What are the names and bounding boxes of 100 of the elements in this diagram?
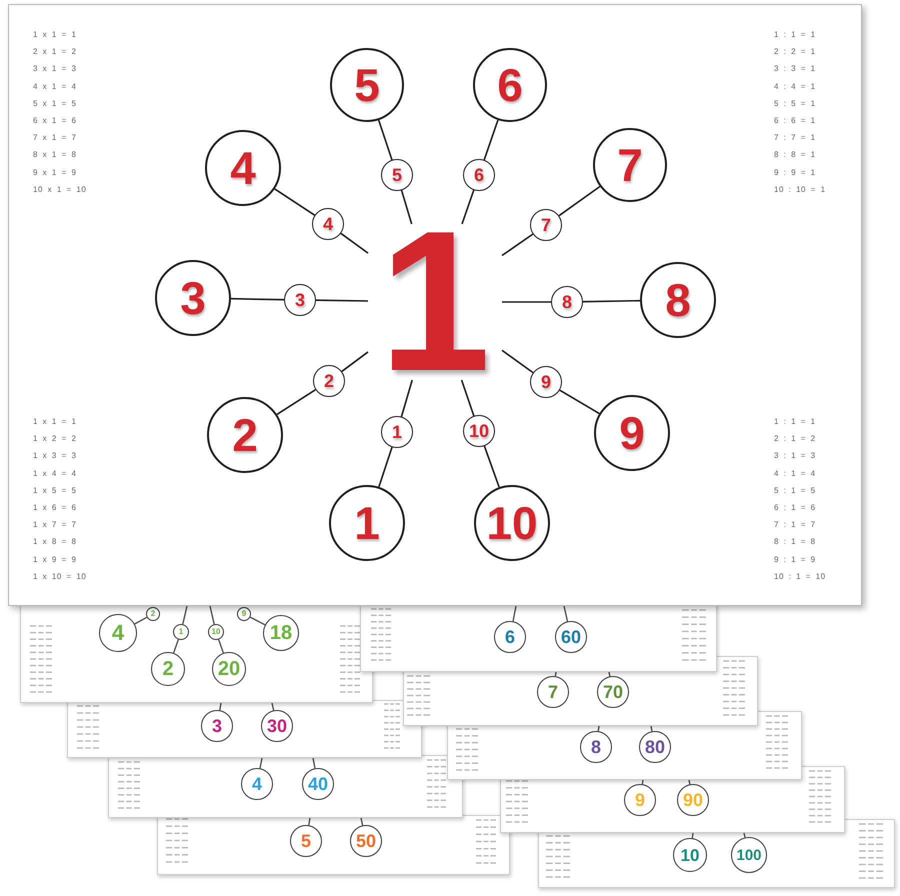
number: 1 — [392, 423, 402, 441]
connector-line — [692, 832, 694, 838]
connector-line — [219, 702, 222, 710]
division-table-row: 5 : 5 = 1 — [774, 98, 816, 109]
times-table-row: 7 x 1 = 7 — [33, 133, 76, 144]
number: 9 — [634, 791, 645, 809]
division-table-row: 7 : 7 = 1 — [774, 133, 816, 144]
number-circle — [551, 286, 583, 318]
number: 8 — [590, 738, 601, 756]
number: 60 — [560, 628, 582, 646]
connector-line — [502, 233, 534, 256]
number: 7 — [617, 142, 643, 188]
number-circle — [555, 621, 587, 653]
number: 6 — [474, 166, 484, 184]
number: 30 — [266, 717, 288, 735]
number-circle — [350, 825, 382, 857]
times-table-row: 1 x 6 = 6 — [33, 503, 76, 513]
number-circle — [381, 416, 413, 448]
connector-line — [650, 726, 653, 732]
number: 90 — [682, 791, 704, 809]
connector-line — [502, 350, 534, 374]
number: 6 — [497, 62, 523, 108]
times-table-row: 1 x 1 = 1 — [33, 417, 76, 427]
number: 10 — [212, 628, 220, 636]
connector-line — [340, 232, 368, 254]
times-table-row: 8 x 1 = 8 — [33, 150, 76, 160]
connector-line — [558, 186, 600, 216]
number: 70 — [602, 683, 624, 701]
number: 10 — [486, 500, 538, 546]
number: 50 — [356, 832, 376, 850]
division-table-row: 2 : 2 = 1 — [774, 47, 816, 58]
number-circle — [463, 415, 495, 447]
number-circle — [580, 731, 612, 763]
number-circle — [284, 284, 316, 316]
number-circle — [313, 365, 345, 397]
connector-line — [312, 758, 316, 768]
number: 9 — [540, 373, 551, 391]
number: 2 — [162, 659, 174, 679]
connector-line — [360, 818, 364, 826]
paper-sheet — [108, 755, 463, 818]
division-table-row: 3 : 1 = 3 — [774, 451, 816, 462]
number-circle — [201, 710, 233, 742]
times-table-row: 1 x 5 = 5 — [33, 486, 76, 496]
number-circle — [312, 208, 344, 240]
connector-line — [250, 616, 266, 626]
connector-line — [316, 299, 368, 302]
connector-line — [308, 818, 311, 826]
connector-line — [563, 606, 568, 622]
number: 9 — [242, 610, 246, 618]
division-table-row: 8 : 1 = 8 — [774, 537, 816, 548]
times-table-row: 1 x 3 = 3 — [33, 451, 76, 462]
number-circle — [261, 710, 293, 742]
large-number: 1 — [379, 227, 491, 377]
number: 5 — [392, 166, 402, 184]
paper-sheet — [157, 815, 510, 875]
number-circle — [208, 624, 224, 640]
number: 2 — [150, 610, 156, 618]
number-circle — [463, 159, 495, 191]
connector-line — [230, 298, 284, 300]
number-circle — [173, 624, 189, 640]
number-circle — [237, 607, 251, 621]
number: 2 — [324, 372, 334, 390]
times-table-row: 1 x 7 = 7 — [33, 520, 76, 530]
connector-line — [276, 388, 316, 416]
times-table-row: 9 x 1 = 9 — [33, 168, 76, 178]
times-table-row: 5 x 1 = 5 — [33, 98, 76, 109]
connector-line — [182, 606, 188, 624]
paper-sheet — [8, 4, 862, 606]
number: 3 — [294, 291, 305, 309]
connector-line — [259, 758, 263, 768]
number: 40 — [308, 775, 328, 793]
number: 4 — [112, 622, 124, 644]
division-table-row: 9 : 9 = 1 — [774, 168, 816, 178]
times-table-row: 1 x 2 = 2 — [33, 434, 76, 444]
division-table-row: 6 : 1 = 6 — [774, 503, 816, 513]
number-circle — [302, 768, 334, 800]
times-table-row: 6 x 1 = 6 — [33, 116, 76, 126]
division-table-row: 4 : 1 = 4 — [774, 468, 816, 479]
number-circle — [290, 825, 322, 857]
connector-line — [743, 832, 746, 838]
number: 7 — [540, 216, 551, 234]
number: 100 — [736, 848, 762, 862]
number-circle — [263, 615, 299, 651]
number: 3 — [180, 275, 206, 321]
connector-line — [209, 606, 215, 624]
division-table-row: 9 : 1 = 9 — [774, 554, 816, 565]
number: 9 — [619, 410, 645, 456]
number-circle — [494, 621, 526, 653]
connector-line — [274, 188, 316, 216]
division-table-row: 7 : 1 = 7 — [774, 520, 816, 530]
number: 4 — [230, 145, 256, 191]
connector-line — [554, 672, 557, 676]
division-table-row: 1 : 1 = 1 — [774, 417, 816, 427]
number-circle — [530, 209, 562, 241]
number-circle — [241, 768, 273, 800]
number-circle — [673, 838, 707, 872]
connector-line — [271, 702, 274, 710]
division-table-row: 2 : 1 = 2 — [774, 434, 816, 444]
number: 2 — [232, 412, 258, 458]
number: 3 — [212, 717, 222, 735]
